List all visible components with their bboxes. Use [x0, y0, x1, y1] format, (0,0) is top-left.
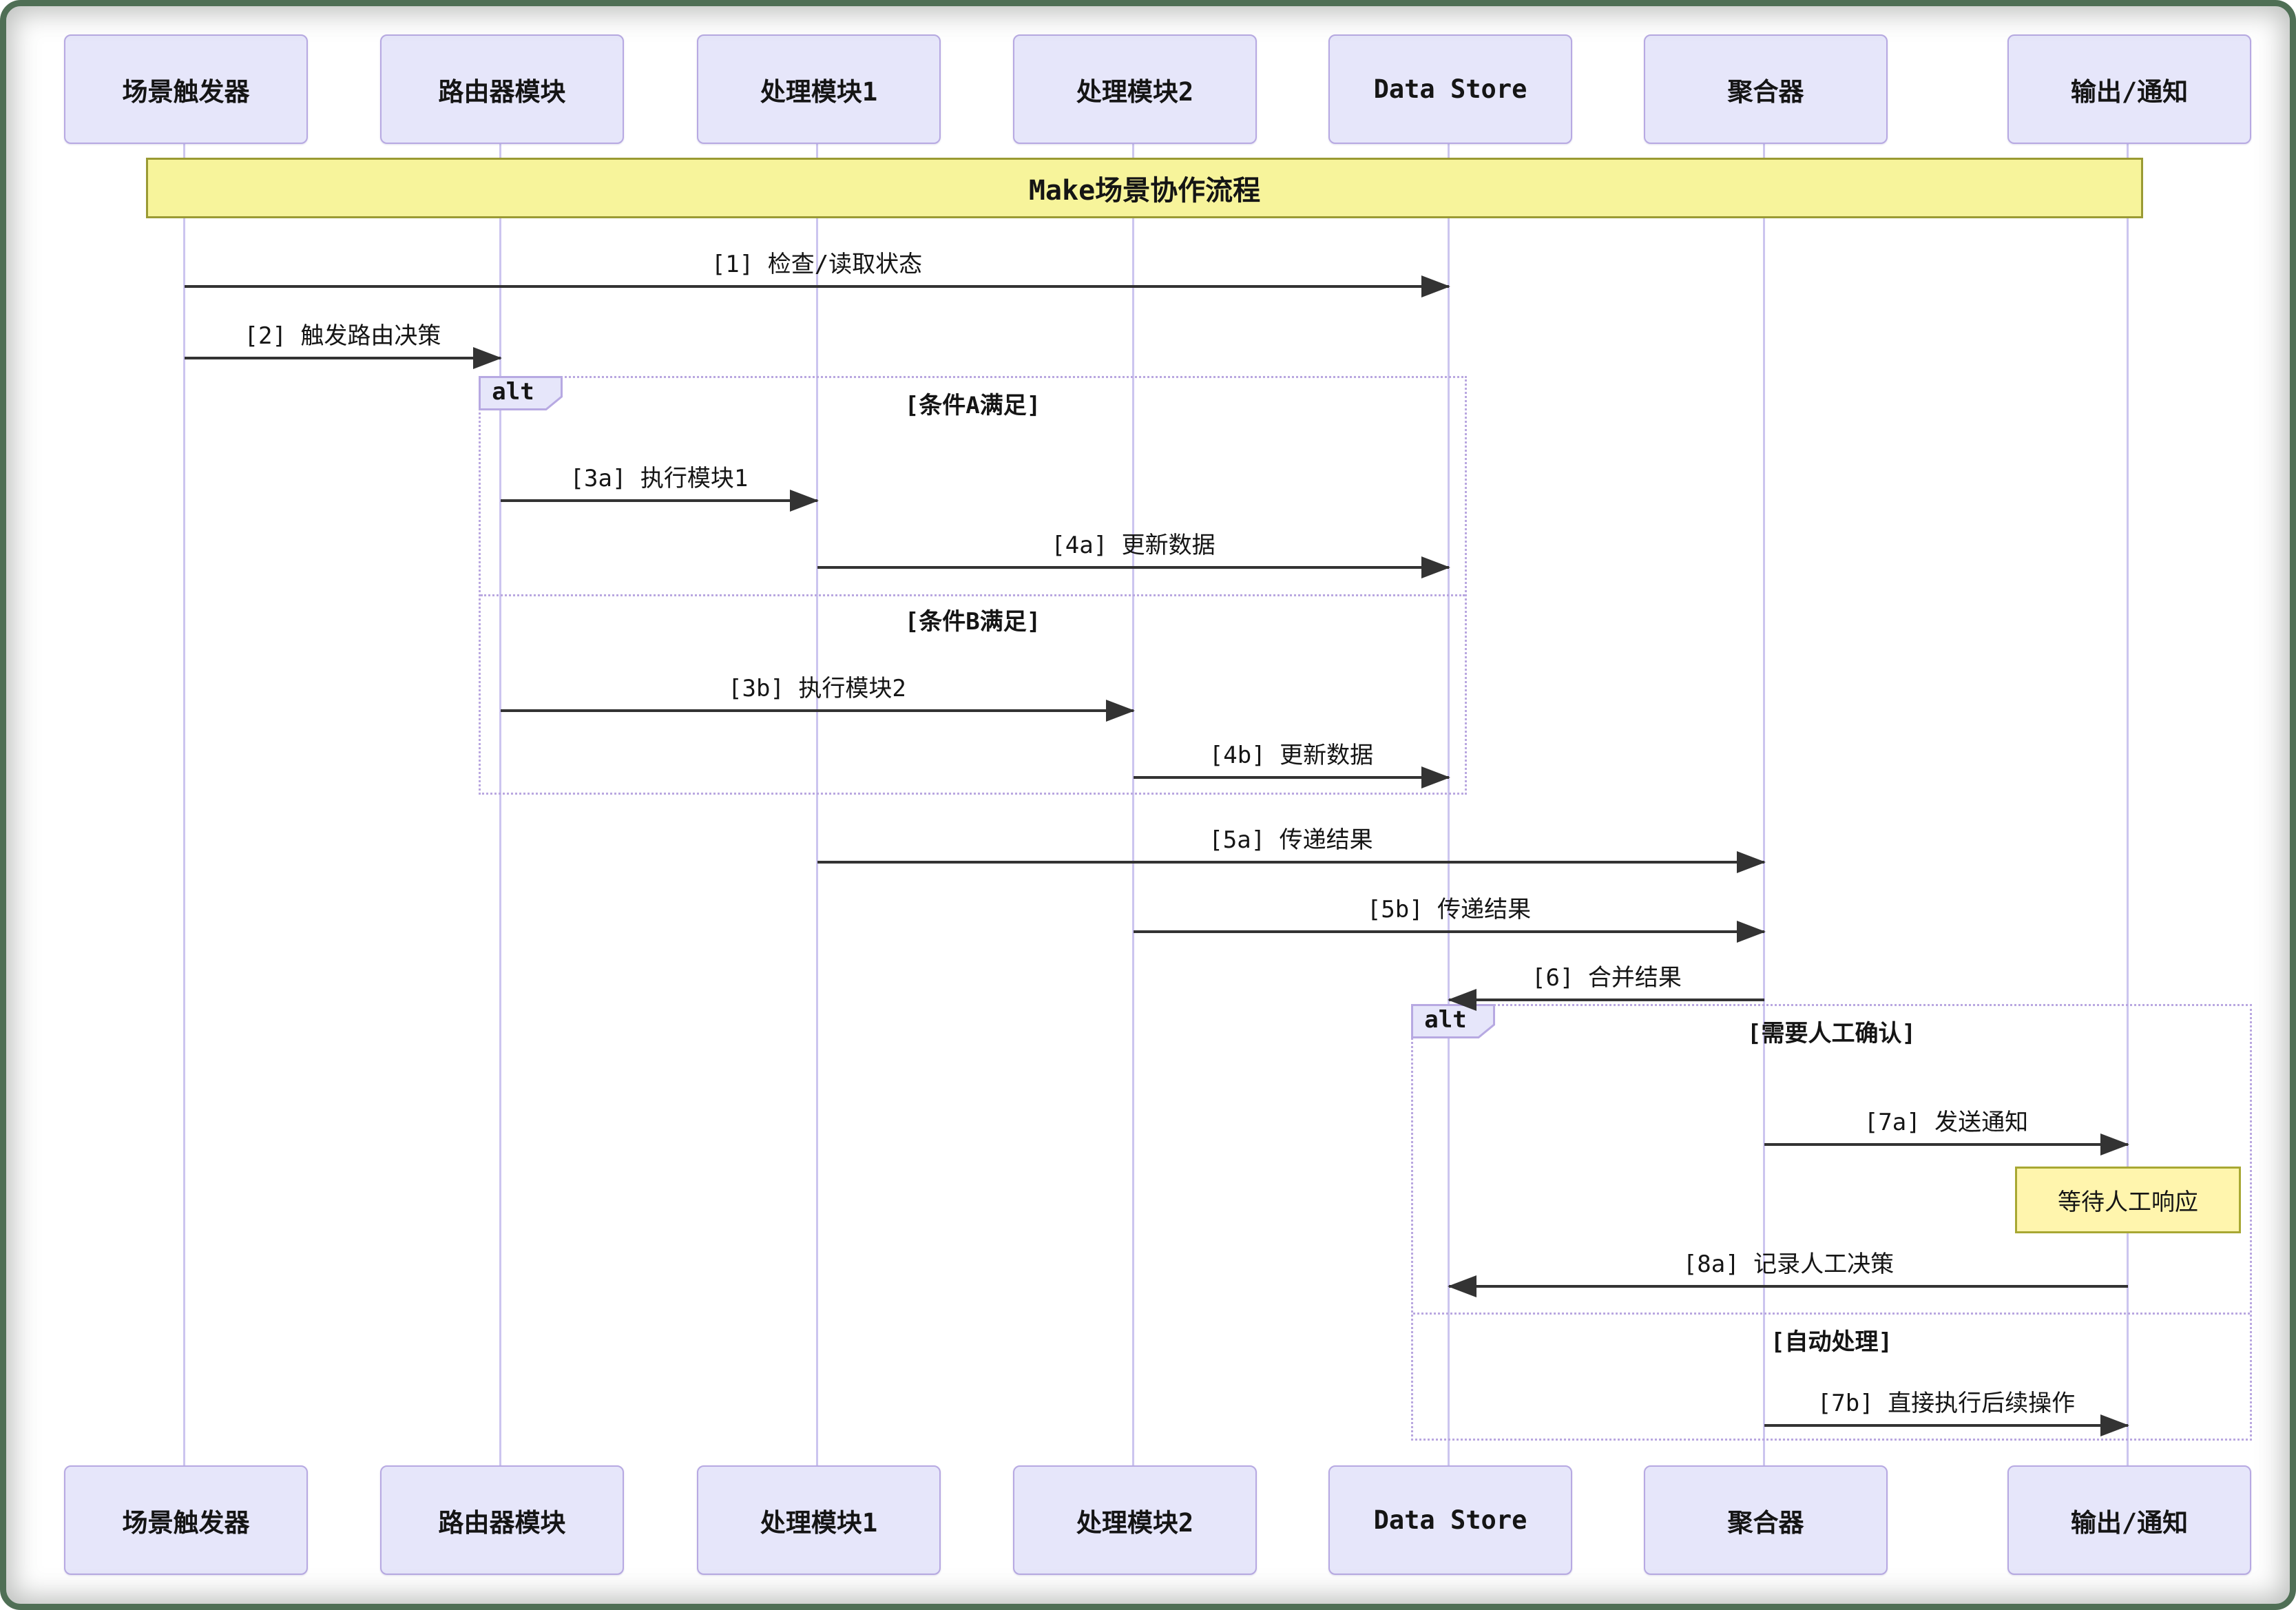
message-8a: [8a] 记录人工决策: [1448, 1248, 2128, 1297]
message-label: [7b] 直接执行后续操作: [1817, 1390, 2076, 1417]
message-line: [1449, 999, 1764, 1001]
alt-tab-shape: [479, 376, 563, 410]
message-7a: [7a] 发送通知: [1764, 1106, 2129, 1156]
actor-top-router-module: 路由器模块: [380, 34, 624, 144]
lifeline-data-store: [1448, 141, 1450, 1467]
arrowhead-right-icon: [2100, 1133, 2129, 1156]
message-3a: [3a] 执行模块1: [501, 462, 819, 512]
note-wait-human-response: 等待人工响应: [2015, 1167, 2241, 1233]
alt-condition-a: [条件A满足]: [904, 392, 1041, 419]
arrowhead-right-icon: [1421, 275, 1450, 297]
arrowhead-right-icon: [790, 490, 819, 512]
alt-tab-shape: [1411, 1004, 1495, 1038]
message-label: [6] 合并结果: [1532, 964, 1682, 992]
message-line: [1764, 1424, 2128, 1427]
alt-condition-a: [需要人工确认]: [1747, 1020, 1916, 1047]
message-label: [4a] 更新数据: [1051, 532, 1215, 559]
alt-operator-tab: alt: [479, 376, 563, 410]
arrowhead-left-icon: [1448, 989, 1476, 1011]
actor-top-aggregator: 聚合器: [1644, 34, 1888, 144]
actor-top-scene-trigger: 场景触发器: [64, 34, 308, 144]
message-line: [1449, 1285, 2128, 1288]
message-5b: [5b] 传递结果: [1134, 893, 1766, 943]
lifeline-scene-trigger: [183, 141, 185, 1467]
actor-top-module2: 处理模块2: [1013, 34, 1257, 144]
actor-top-output-notify: 输出/通知: [2007, 34, 2251, 144]
message-label: [3b] 执行模块2: [728, 675, 906, 702]
message-line: [1134, 776, 1449, 779]
message-line: [185, 285, 1449, 288]
message-3b: [3b] 执行模块2: [501, 672, 1135, 722]
arrowhead-left-icon: [1448, 1275, 1476, 1297]
arrowhead-right-icon: [473, 347, 502, 369]
message-1: [1] 检查/读取状态: [185, 248, 1450, 297]
alt-divider: [481, 594, 1465, 596]
arrowhead-right-icon: [1421, 556, 1450, 578]
message-7b: [7b] 直接执行后续操作: [1764, 1387, 2129, 1436]
arrowhead-right-icon: [1106, 700, 1135, 722]
alt-divider: [1413, 1313, 2250, 1315]
message-6: [6] 合并结果: [1448, 961, 1764, 1011]
alt-operator-tab: alt: [1411, 1004, 1495, 1038]
actor-bottom-module1: 处理模块1: [697, 1465, 941, 1575]
alt-operator-label: alt: [492, 378, 534, 406]
message-line: [501, 709, 1134, 712]
message-4b: [4b] 更新数据: [1134, 739, 1450, 788]
message-line: [817, 861, 1764, 864]
message-line: [1764, 1143, 2128, 1146]
message-line: [1134, 930, 1764, 933]
message-label: [5a] 传递结果: [1209, 826, 1373, 854]
lifeline-module2: [1132, 141, 1134, 1467]
arrowhead-right-icon: [1421, 766, 1450, 788]
arrowhead-right-icon: [1737, 851, 1766, 873]
actor-bottom-router-module: 路由器模块: [380, 1465, 624, 1575]
actor-top-module1: 处理模块1: [697, 34, 941, 144]
message-line: [185, 357, 501, 359]
lifeline-aggregator: [1763, 141, 1765, 1467]
diagram-title: Make场景协作流程: [146, 158, 2143, 218]
message-5a: [5a] 传递结果: [817, 824, 1766, 873]
alt-condition-b: [自动处理]: [1771, 1328, 1892, 1356]
actor-bottom-scene-trigger: 场景触发器: [64, 1465, 308, 1575]
message-line: [501, 499, 817, 502]
message-label: [8a] 记录人工决策: [1682, 1251, 1895, 1278]
arrowhead-right-icon: [2100, 1414, 2129, 1436]
message-label: [3a] 执行模块1: [570, 465, 749, 492]
actor-bottom-module2: 处理模块2: [1013, 1465, 1257, 1575]
message-2: [2] 触发路由决策: [185, 320, 502, 369]
message-line: [817, 566, 1449, 569]
lifeline-router-module: [499, 141, 501, 1467]
message-label: [1] 检查/读取状态: [711, 251, 923, 278]
message-label: [2] 触发路由决策: [244, 322, 441, 350]
alt-condition-b: [条件B满足]: [904, 608, 1041, 636]
actor-bottom-data-store: Data Store: [1328, 1465, 1572, 1575]
arrowhead-right-icon: [1737, 921, 1766, 943]
actor-top-data-store: Data Store: [1328, 34, 1572, 144]
actor-bottom-output-notify: 输出/通知: [2007, 1465, 2251, 1575]
message-label: [7a] 发送通知: [1864, 1109, 2029, 1136]
message-label: [4b] 更新数据: [1209, 742, 1374, 769]
alt-block-2: alt [需要人工确认] [自动处理]: [1411, 1004, 2252, 1441]
message-label: [5b] 传递结果: [1366, 896, 1532, 923]
actor-bottom-aggregator: 聚合器: [1644, 1465, 1888, 1575]
alt-block-1: alt [条件A满足] [条件B满足]: [479, 376, 1467, 795]
lifeline-module1: [816, 141, 818, 1467]
message-4a: [4a] 更新数据: [817, 529, 1450, 578]
lifeline-output-notify: [2127, 141, 2129, 1467]
